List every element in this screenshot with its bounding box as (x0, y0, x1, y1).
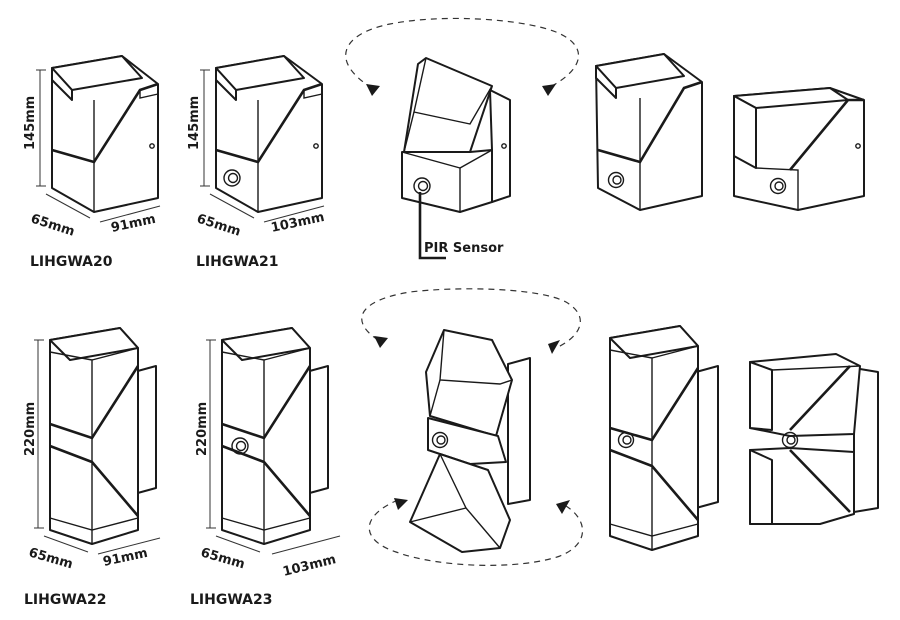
height-label: 220mm (23, 402, 38, 456)
fixture-rotated-pir (733, 87, 865, 211)
height-label: 220mm (195, 402, 210, 456)
model-label: LIHGWA23 (190, 592, 272, 608)
arrow-head-icon (374, 336, 388, 348)
model-label: LIHGWA21 (196, 254, 278, 270)
width-label: 103mm (270, 210, 326, 236)
fixture-lihgwa22 (49, 327, 157, 545)
model-label: LIHGWA20 (30, 254, 113, 270)
pir-sensor-icon (607, 171, 625, 189)
back-plate (507, 357, 531, 505)
pir-sensor-icon (231, 437, 249, 455)
width-label: 91mm (102, 546, 149, 570)
screw-icon (313, 143, 319, 149)
depth-label: 65mm (195, 212, 243, 240)
callout-leader (418, 192, 446, 260)
pir-sensor-icon (223, 169, 241, 187)
notch (139, 90, 159, 99)
back-plate (489, 89, 511, 203)
pir-sensor-icon (617, 431, 635, 449)
model-label: LIHGWA22 (24, 592, 106, 608)
arrow-head-icon (556, 500, 570, 514)
fixture-lihgwa23 (221, 327, 329, 545)
width-label: 103mm (281, 552, 337, 580)
screw-icon (501, 143, 507, 149)
fixture-lihgwa21 (215, 55, 323, 213)
screw-icon (149, 143, 155, 149)
rotation-arrow-bottom-upper (361, 288, 581, 354)
pir-sensor-label: PIR Sensor (424, 241, 504, 256)
height-label: 145mm (23, 96, 38, 150)
rotation-arrow-bottom-lower (368, 498, 584, 566)
width-label: 91mm (110, 212, 157, 236)
height-label: 145mm (187, 96, 202, 150)
cap-side (215, 67, 237, 101)
base-box (401, 149, 493, 213)
depth-label: 65mm (29, 212, 77, 240)
screw-icon (855, 143, 861, 149)
arrow-head-icon (542, 84, 556, 96)
arrow-head-icon (548, 340, 560, 354)
fixture-double-upright (609, 325, 719, 551)
lower-head (409, 453, 511, 553)
pir-sensor-icon (431, 431, 449, 449)
fixture-tilted-pir (401, 57, 511, 213)
pir-callout: PIR Sensor (418, 192, 504, 260)
back-plate (695, 365, 719, 509)
front-face (733, 95, 757, 169)
pir-sensor-icon (413, 177, 431, 195)
depth-label: 65mm (199, 545, 247, 572)
tilted-head (403, 57, 493, 153)
middle-box (427, 417, 507, 465)
arrow-head-icon (366, 84, 380, 96)
rotation-arrow-top (345, 17, 580, 96)
fixture-double-tilted (409, 329, 531, 553)
split-line (215, 82, 323, 164)
pir-sensor-icon (769, 177, 787, 195)
fixture-double-split (749, 353, 879, 525)
notch (303, 90, 323, 99)
arrow-head-icon (394, 498, 408, 510)
cap-side (51, 67, 73, 101)
split-line (51, 82, 159, 164)
fixture-upright-pir (595, 53, 703, 211)
fixture-lihgwa20 (51, 55, 159, 213)
depth-label: 65mm (27, 545, 75, 572)
